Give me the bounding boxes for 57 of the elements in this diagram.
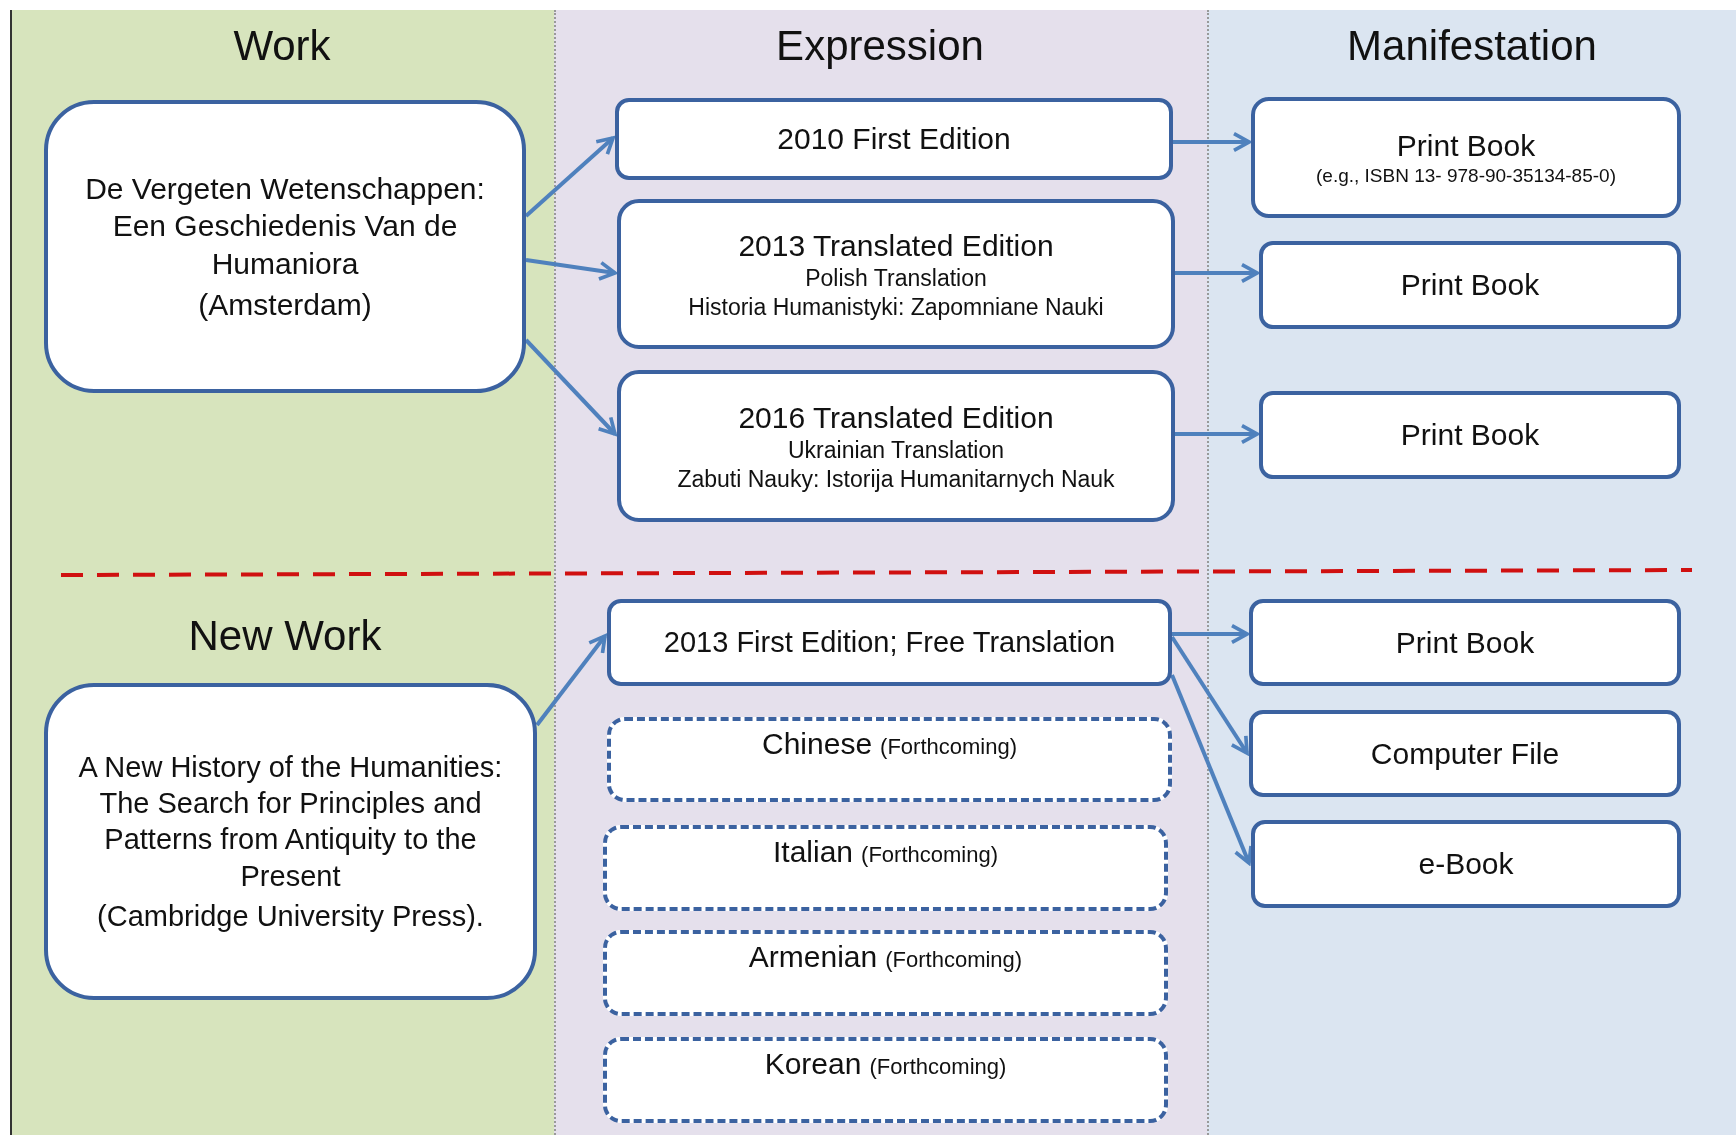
forthcoming-box — [603, 930, 1168, 1016]
box-title: Chinese — [762, 726, 873, 762]
box-subtitle: (Forthcoming) — [885, 946, 1023, 974]
box-title: Italian — [773, 834, 854, 870]
arrow — [1170, 635, 1249, 755]
box-subtitle: (Cambridge University Press). — [97, 898, 484, 934]
box-subtitle: (Forthcoming) — [861, 841, 998, 869]
work-box — [44, 100, 526, 393]
box-subtitle: (Amsterdam) — [198, 287, 372, 323]
box-subtitle: Zabuti Nauky: Istorija Humanitarnych Nauk — [677, 464, 1115, 494]
box-title: Print Book — [1400, 417, 1540, 454]
column-heading: New Work — [188, 612, 382, 660]
arrow — [524, 338, 617, 436]
arrow — [1175, 262, 1259, 284]
box-subtitle: (e.g., ISBN 13- 978-90-35134-85-0) — [1316, 164, 1616, 189]
forthcoming-box — [603, 825, 1168, 911]
format-box — [1259, 391, 1681, 479]
box-title: A New History of the Humanities: The Search for Principles and Patterns from Antiquity to the Present — [77, 749, 504, 894]
forthcoming-box — [603, 1037, 1168, 1123]
format-box — [1249, 710, 1681, 797]
format-box — [1249, 599, 1681, 686]
box-subtitle: Historia Humanistyki: Zapomniane Nauki — [688, 292, 1104, 322]
work-box — [44, 683, 537, 1000]
column-heading: Work — [233, 22, 331, 70]
box-title: Print Book — [1396, 127, 1536, 164]
column-heading: Manifestation — [1347, 22, 1597, 70]
arrow — [535, 634, 607, 727]
box-title: 2016 Translated Edition — [738, 399, 1054, 436]
forthcoming-box — [607, 717, 1172, 802]
box-title: Print Book — [1395, 624, 1535, 661]
format-box — [1251, 820, 1681, 908]
arrow — [1170, 674, 1253, 865]
box-subtitle: Polish Translation — [805, 264, 987, 293]
box-title: 2013 First Edition; Free Translation — [663, 625, 1116, 661]
format-box — [1259, 241, 1681, 329]
arrow — [1173, 131, 1251, 153]
edition-box — [617, 199, 1175, 349]
edition-box — [617, 370, 1175, 522]
box-subtitle: (Forthcoming) — [869, 1053, 1007, 1081]
box-subtitle: Ukrainian Translation — [787, 436, 1005, 465]
edition-box — [615, 98, 1173, 180]
box-subtitle: (Forthcoming) — [880, 733, 1017, 761]
format-box — [1251, 97, 1681, 218]
edition-box — [607, 599, 1172, 686]
column-heading: Expression — [776, 22, 984, 70]
arrow — [524, 136, 615, 218]
box-title: 2013 Translated Edition — [738, 227, 1054, 264]
box-title: Computer File — [1370, 735, 1560, 772]
arrow — [1172, 623, 1249, 645]
box-title: 2010 First Edition — [777, 121, 1011, 158]
box-title: Korean — [764, 1046, 862, 1082]
arrow — [525, 258, 617, 281]
arrow — [1175, 423, 1259, 445]
box-title: e-Book — [1418, 846, 1514, 883]
box-title: Print Book — [1400, 267, 1540, 304]
box-title: Armenian — [748, 939, 878, 975]
box-title: De Vergeten Wetenschappen: Een Geschiedenis Van de Humaniora — [84, 170, 486, 282]
